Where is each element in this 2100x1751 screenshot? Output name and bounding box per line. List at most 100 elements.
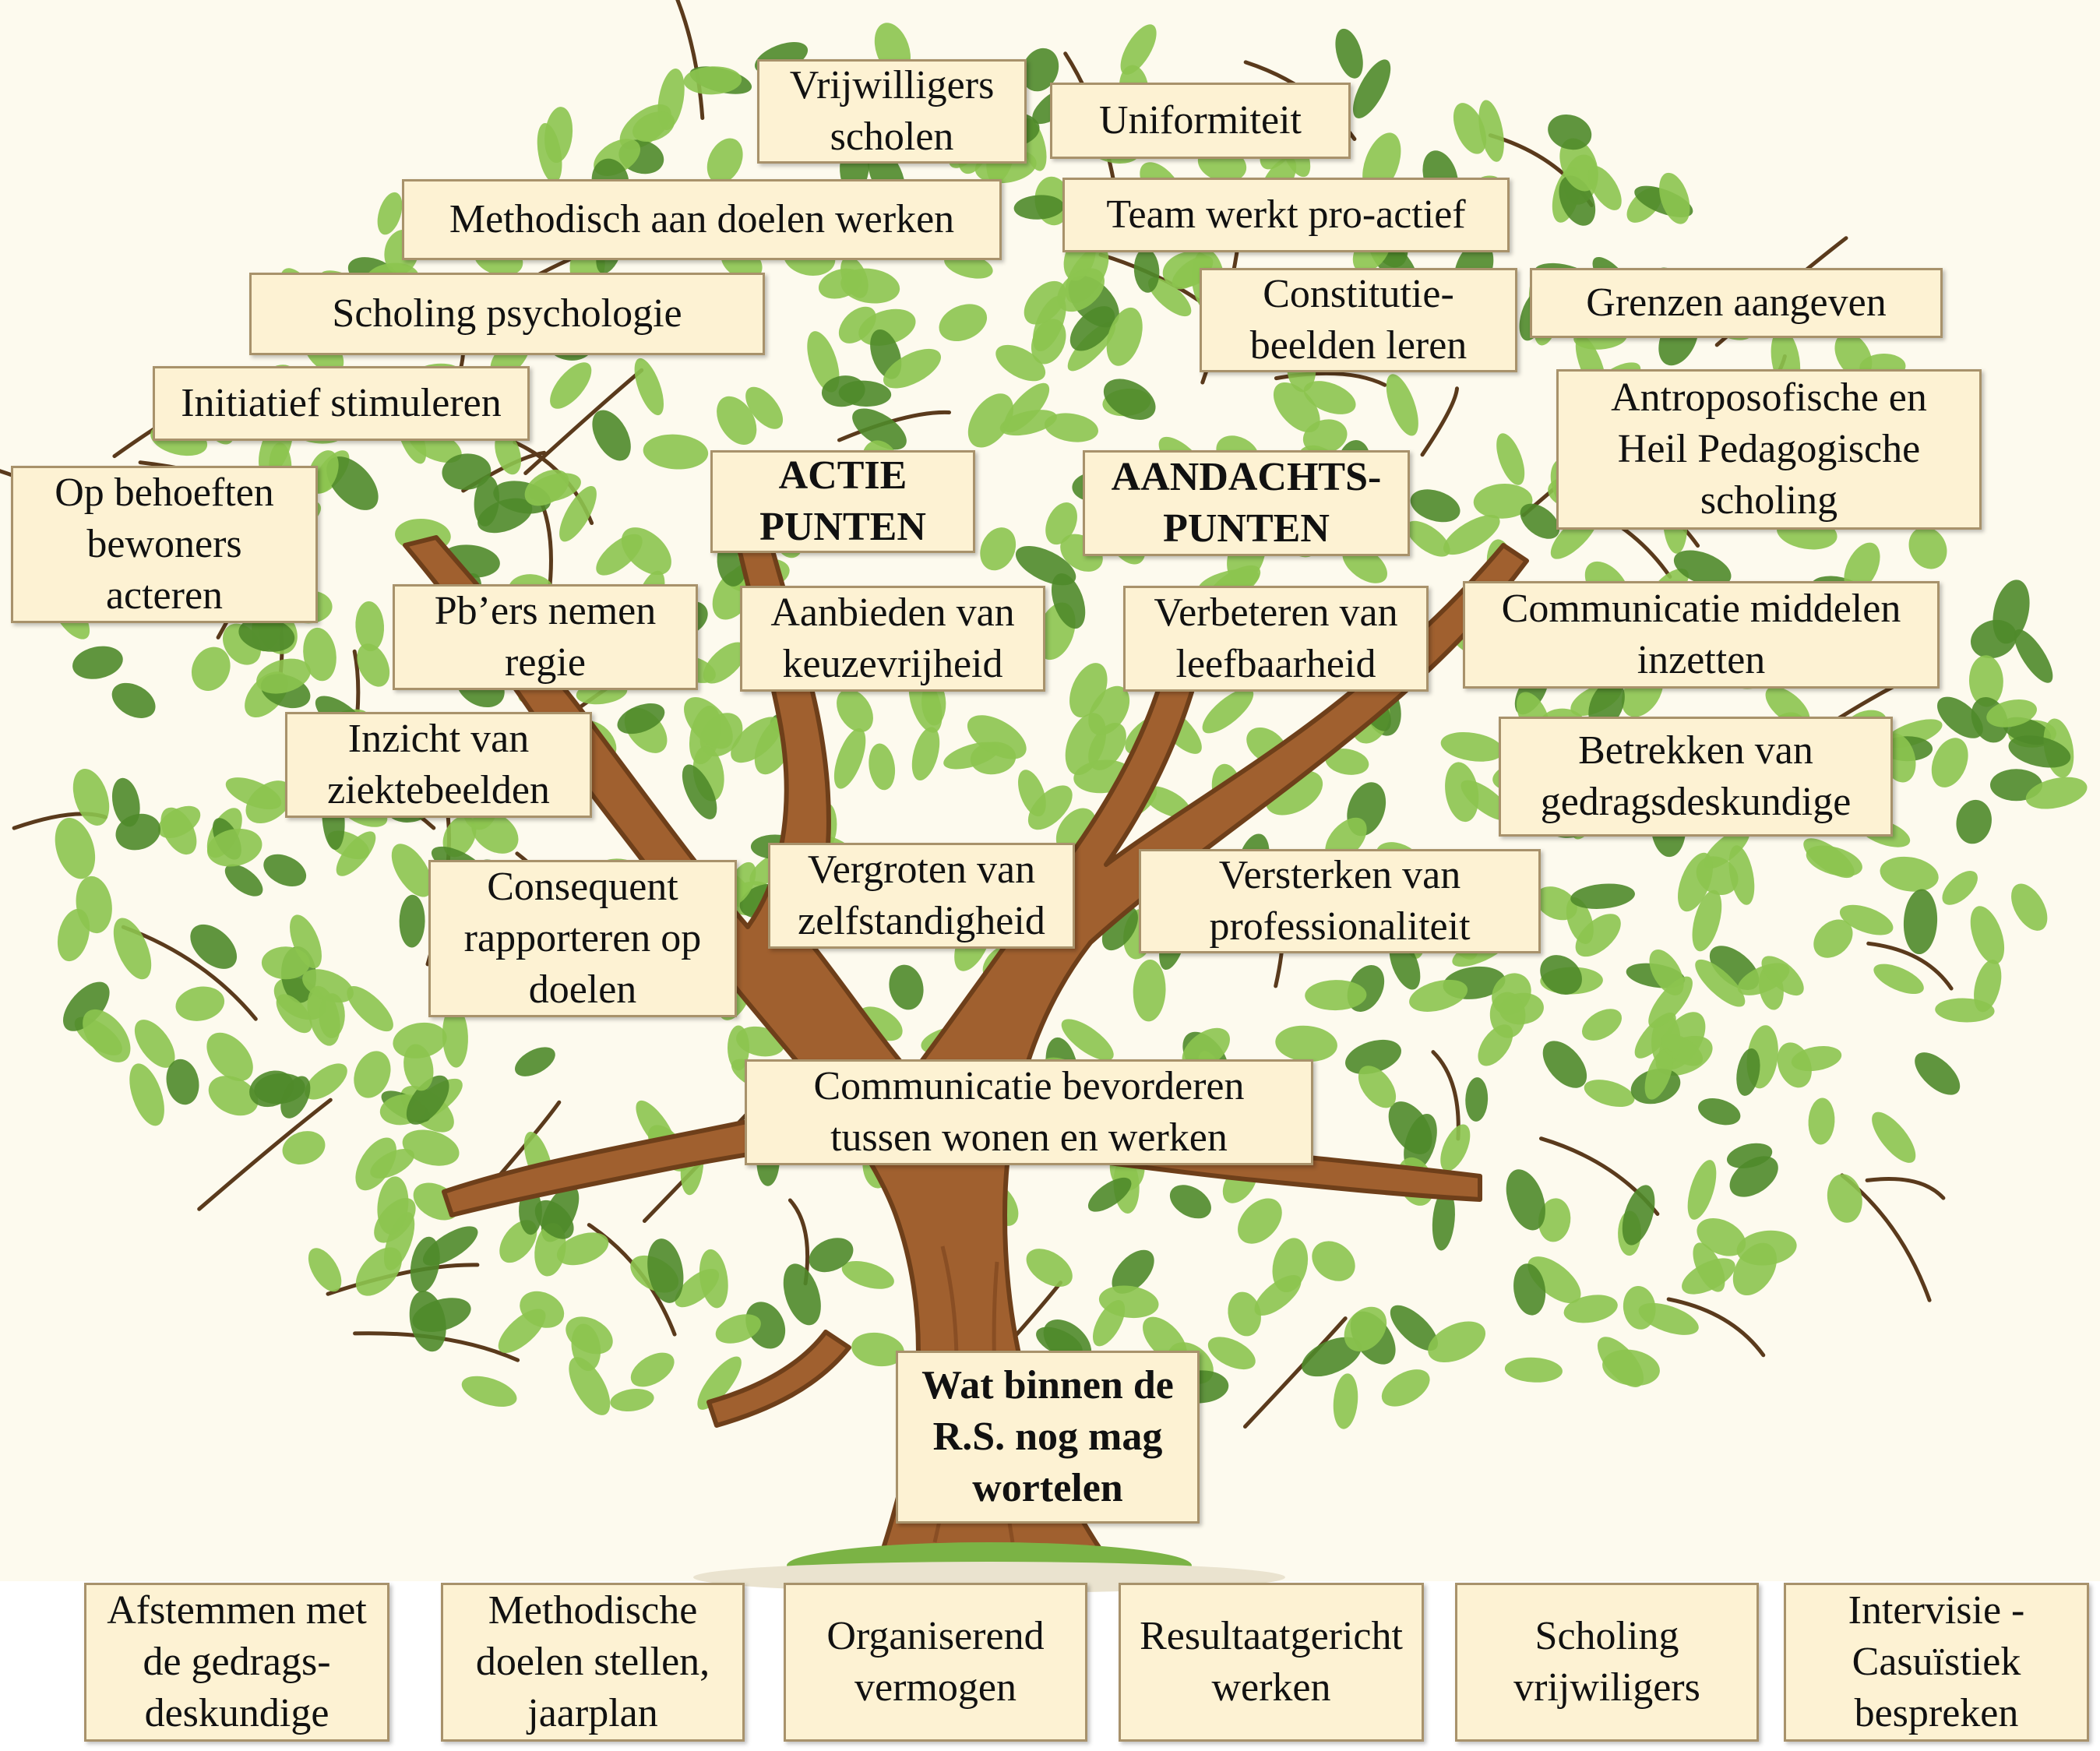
leaf [1410,489,1460,523]
leaf [1133,248,1160,293]
leaf [1120,24,1157,75]
twig [523,368,644,475]
antroposofische-box: Antroposofische en Heil Pedagogische sch… [1556,369,1982,530]
leaf [1045,502,1077,545]
leaf [1726,1143,1773,1168]
leaf [745,386,784,429]
leaf [559,486,597,542]
leaf [1381,1369,1430,1407]
leaf [783,1263,821,1326]
leaf [1506,1169,1545,1231]
leaf [1678,852,1713,912]
leaf [1106,307,1143,366]
leaf [1026,1249,1073,1288]
leaf [1844,542,1880,593]
leaf [1993,580,2030,644]
leaf [1440,732,1504,762]
leaf [569,1357,611,1415]
leaf [1069,663,1108,718]
leaf [1453,103,1487,154]
leaf [869,743,896,791]
leaf [632,111,675,142]
leaf [495,431,521,475]
leaf [1873,964,1924,995]
leaf [1057,268,1105,312]
leaf [1133,960,1166,1022]
leaf [1325,749,1369,775]
leaf [1682,1258,1735,1295]
twig [837,410,951,442]
leaf [206,828,262,867]
leaf [1238,1198,1282,1244]
leaf [406,1075,449,1125]
leaf [1345,1039,1401,1075]
leaf [399,894,425,948]
leaf [1644,1048,1673,1100]
twig [1866,941,1954,991]
root-intervisie-box: Intervisie - Casuïstiek bespreken [1784,1583,2089,1742]
leaf [238,617,295,652]
initiatief-stimuleren-box: Initiatief stimuleren [153,366,530,441]
leaf [83,1009,131,1062]
leaf [249,1070,294,1108]
leaf [534,1200,574,1239]
root-organiserend-box: Organiserend vermogen [784,1583,1087,1742]
leaf [544,107,573,164]
leaf [1027,785,1073,830]
leaf [1808,1097,1835,1145]
leaf [2008,735,2071,768]
leaf [1272,1238,1309,1293]
leaf [1496,433,1525,485]
grenzen-aangeven-box: Grenzen aangeven [1530,268,1943,338]
root-scholing-box: Scholing vrijwiligers [1455,1583,1759,1742]
leaf [1473,484,1533,519]
leaf [308,1248,342,1292]
leaf [57,908,90,962]
leaf [1335,28,1363,79]
leaf [263,854,307,887]
leaf [1872,1112,1916,1163]
twig [1865,1177,1946,1200]
leaf [699,1249,728,1309]
leaf [1021,48,1059,92]
leaf [1305,980,1367,1011]
leaf [703,642,747,684]
uniformiteit-box: Uniformiteit [1050,83,1351,159]
leaf [520,1291,565,1328]
twig [1666,1297,1766,1358]
verbeteren-box: Verbeteren van leefbaarheid [1123,586,1429,692]
leaf [1061,1019,1114,1061]
aandachts-punten-heading: AANDACHTS- PUNTEN [1083,450,1410,556]
twig [675,0,705,120]
leaf [111,777,140,827]
leaf [841,1261,894,1289]
leaf [72,646,123,679]
leaf [208,1076,259,1116]
leaf [1777,1042,1812,1088]
leaf [1648,976,1693,1028]
consequent-box: Consequent rapporteren op doelen [428,860,737,1017]
leaf [643,434,709,470]
leaf [1386,374,1418,436]
leaf [1806,845,1862,877]
leaf [610,1388,654,1412]
leaf [1445,762,1479,823]
leaf [697,1356,742,1410]
leaf [256,658,311,694]
leaf [290,914,322,969]
leaf [1003,382,1050,433]
leaf [55,818,96,879]
leaf [1956,799,1992,844]
leaf [63,981,110,1031]
leaf [1443,515,1500,555]
leaf [1587,165,1622,210]
leaf [524,469,569,506]
leaf [1535,886,1577,921]
leaf [1013,195,1064,220]
leaf [1207,1337,1256,1370]
leaf [967,715,1027,759]
leaf [1935,998,1995,1023]
leaf [809,1238,854,1273]
leaf [1937,696,1983,738]
leaf [1024,280,1066,325]
